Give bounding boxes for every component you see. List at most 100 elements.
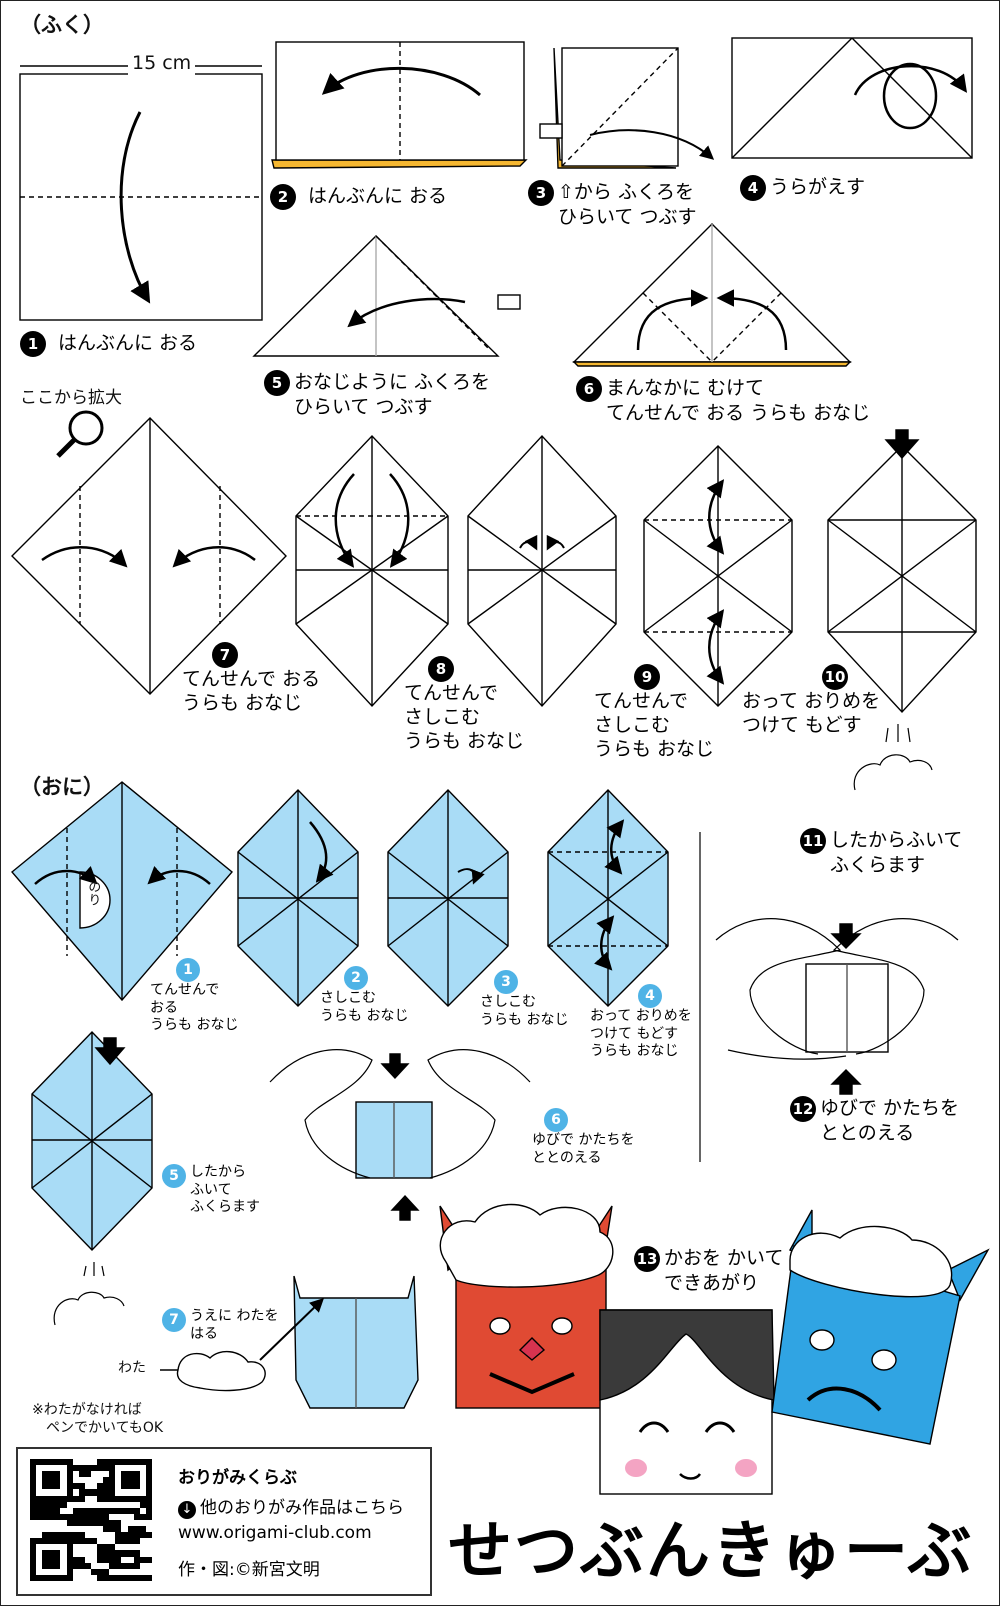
qr-module [36,1513,43,1520]
qr-module [48,1556,55,1563]
qr-module [115,1519,122,1527]
qr-code[interactable] [30,1459,152,1581]
qr-module [127,1556,134,1563]
qr-module [109,1495,116,1502]
qr-module [36,1574,43,1581]
qr-module [72,1483,79,1490]
qr-module [127,1538,134,1545]
qr-module [48,1532,55,1539]
qr-module [97,1507,104,1514]
qr-module [127,1483,134,1490]
qr-module [66,1544,73,1551]
qr-module [145,1544,152,1551]
qr-module [30,1489,37,1496]
qr-module [115,1550,122,1557]
qr-module [30,1526,37,1533]
qr-module [127,1501,134,1508]
qr-module [54,1550,61,1557]
qr-module [42,1471,49,1478]
qr-module [30,1568,37,1575]
fuku-step12-diagram [715,918,959,1095]
qr-module [133,1556,140,1563]
qr-module [133,1495,140,1502]
qr-module [139,1513,146,1520]
qr-module [48,1568,55,1575]
qr-module [48,1526,55,1533]
qr-module [103,1483,110,1490]
qr-module [90,1471,98,1478]
qr-module [115,1495,122,1502]
qr-module [66,1532,73,1539]
qr-module [103,1501,110,1508]
fuku-step7-diagram [11,417,287,695]
qr-module [115,1574,122,1581]
qr-module [72,1501,79,1508]
qr-module [133,1562,140,1569]
qr-module [145,1459,152,1466]
qr-module [48,1495,55,1502]
qr-module [109,1507,116,1514]
qr-module [139,1465,146,1472]
fuku-step11-diagram [827,429,977,791]
qr-module [48,1459,55,1466]
qr-module [121,1507,128,1514]
qr-module [60,1483,67,1490]
oni-step1-diagram [11,781,233,1002]
qr-module [145,1556,152,1563]
qr-module [127,1471,134,1478]
brand-url[interactable]: www.origami-club.com [178,1523,372,1543]
qr-module [103,1538,110,1545]
qr-module [72,1465,79,1472]
qr-module [109,1477,116,1484]
qr-module [133,1568,140,1575]
qr-module [54,1562,61,1569]
qr-module [36,1562,43,1569]
qr-module [133,1459,140,1466]
qr-module [127,1489,134,1496]
qr-module [97,1465,104,1472]
qr-module [42,1562,49,1569]
qr-module [66,1471,73,1478]
qr-module [103,1471,110,1478]
qr-module [139,1477,146,1484]
qr-module [30,1544,37,1551]
qr-module [54,1538,61,1545]
qr-module [30,1459,37,1466]
brand-more-link[interactable]: ↓他のおりがみ作品はこちら [178,1493,404,1519]
qr-module [145,1562,152,1569]
qr-module [97,1471,104,1478]
qr-module [145,1574,152,1581]
qr-module [54,1513,61,1520]
qr-module [84,1574,91,1581]
qr-module [127,1526,134,1533]
fuku-step3-diagram [539,47,715,169]
qr-module [115,1459,122,1466]
qr-module [145,1538,152,1545]
qr-module [127,1574,134,1581]
qr-module [121,1483,128,1490]
qr-module [84,1538,91,1545]
qr-module [90,1465,98,1472]
qr-module [133,1471,140,1478]
qr-module [84,1550,91,1557]
qr-module [145,1465,152,1472]
qr-module [115,1556,122,1563]
qr-module [54,1477,61,1484]
qr-module [90,1562,98,1569]
qr-module [66,1550,73,1557]
qr-module [78,1538,85,1545]
qr-module [72,1471,79,1478]
qr-module [66,1501,73,1508]
qr-module [54,1483,61,1490]
qr-module [121,1513,128,1520]
qr-module [90,1568,98,1575]
qr-module [60,1568,67,1575]
qr-module [78,1513,85,1520]
qr-module [54,1489,61,1496]
qr-module [84,1519,91,1527]
qr-module [103,1526,110,1533]
qr-module [133,1489,140,1496]
qr-module [145,1532,152,1539]
